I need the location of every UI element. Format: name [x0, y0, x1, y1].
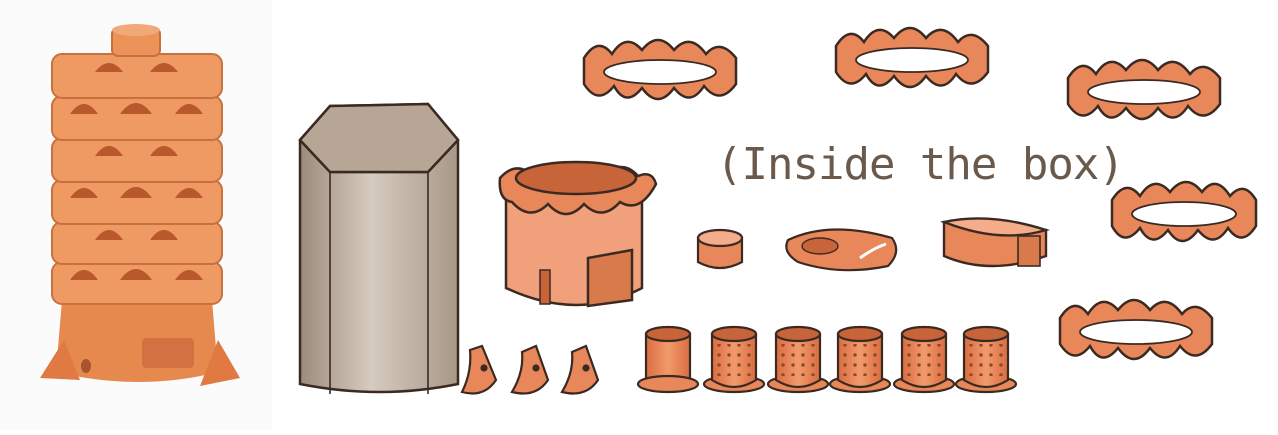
tray	[785, 228, 898, 272]
tier-ring	[582, 26, 1258, 361]
plain-cup	[636, 325, 700, 394]
inside-the-box-caption: (Inside the box)	[716, 139, 1125, 190]
perforated-cup	[702, 325, 1018, 394]
sleeve-cylinder	[298, 102, 460, 394]
pan	[939, 217, 1051, 268]
garden-tower-photo	[0, 0, 272, 431]
foot-wedge	[460, 344, 600, 395]
lid-cap	[696, 228, 744, 270]
base-reservoir	[498, 160, 658, 308]
